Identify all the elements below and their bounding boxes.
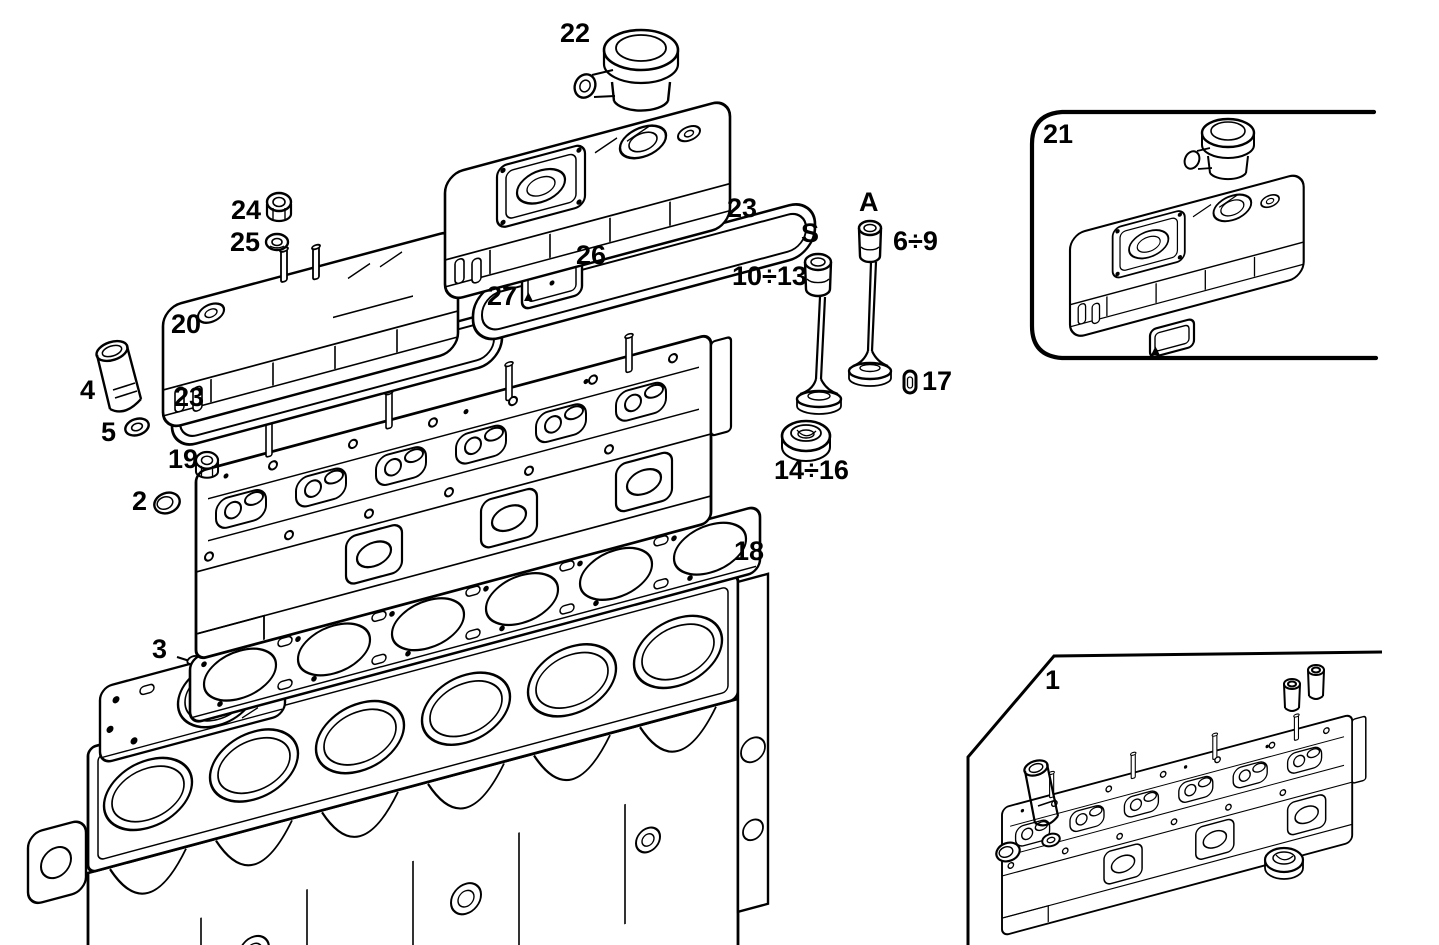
callout-17: 17 <box>922 366 953 396</box>
inset-21-plate <box>1148 318 1196 358</box>
callout-5: 5 <box>101 417 117 447</box>
callout-2: 2 <box>132 486 148 516</box>
valve-intake <box>847 219 893 387</box>
callout-20: 20 <box>171 309 202 339</box>
valve-exhaust <box>795 252 843 415</box>
callout-22: 22 <box>560 18 591 48</box>
triangle-marker-inset: ▲ <box>1148 342 1163 359</box>
valve-cover-gasket-right <box>471 203 817 341</box>
callout-23-right: 23 <box>727 193 758 223</box>
inset-box-21 <box>1029 109 1379 361</box>
callout-a: A <box>859 187 879 217</box>
callout-s: S <box>801 218 820 248</box>
callout-1-inset: 1 <box>1045 665 1061 695</box>
callout-14-16: 14÷16 <box>774 455 849 485</box>
valve-stem-seal <box>780 419 832 462</box>
valve-cotter <box>902 369 918 395</box>
callout-10-13: 10÷13 <box>732 261 807 291</box>
callout-21-inset: 21 <box>1043 119 1074 149</box>
callout-25: 25 <box>230 227 261 257</box>
inset-1-seal-ring <box>1041 832 1061 848</box>
callout-23-left: 23 <box>174 382 205 412</box>
callout-19: 19 <box>168 444 199 474</box>
callout-26: 26 <box>576 240 607 270</box>
callout-3: 3 <box>152 634 168 664</box>
inset-1-breather-tube <box>1023 759 1060 827</box>
seal-ring-5 <box>124 417 150 437</box>
engine-block <box>26 572 770 945</box>
inset-21-valve-cover <box>1068 171 1305 341</box>
callout-18: 18 <box>734 536 765 566</box>
callout-6-9: 6÷9 <box>893 226 938 256</box>
cup-plug-2 <box>153 491 181 515</box>
oil-filler-cap <box>573 28 680 112</box>
triangle-marker: ▲ <box>521 288 536 305</box>
washer-25 <box>264 232 290 252</box>
inset-21-filler-cap <box>1183 117 1256 181</box>
valve-cover-left <box>161 231 460 428</box>
inset-box-1 <box>966 650 1383 945</box>
cap-nut-24 <box>265 191 293 223</box>
callout-24: 24 <box>231 195 262 225</box>
callout-4: 4 <box>80 375 96 405</box>
inset-1-oval-plug <box>1263 846 1305 880</box>
head-gasket <box>188 506 762 723</box>
breather-tube-4 <box>95 339 143 413</box>
inset-1-valve-guides <box>1283 664 1325 712</box>
callout-27: 27 <box>487 281 518 311</box>
